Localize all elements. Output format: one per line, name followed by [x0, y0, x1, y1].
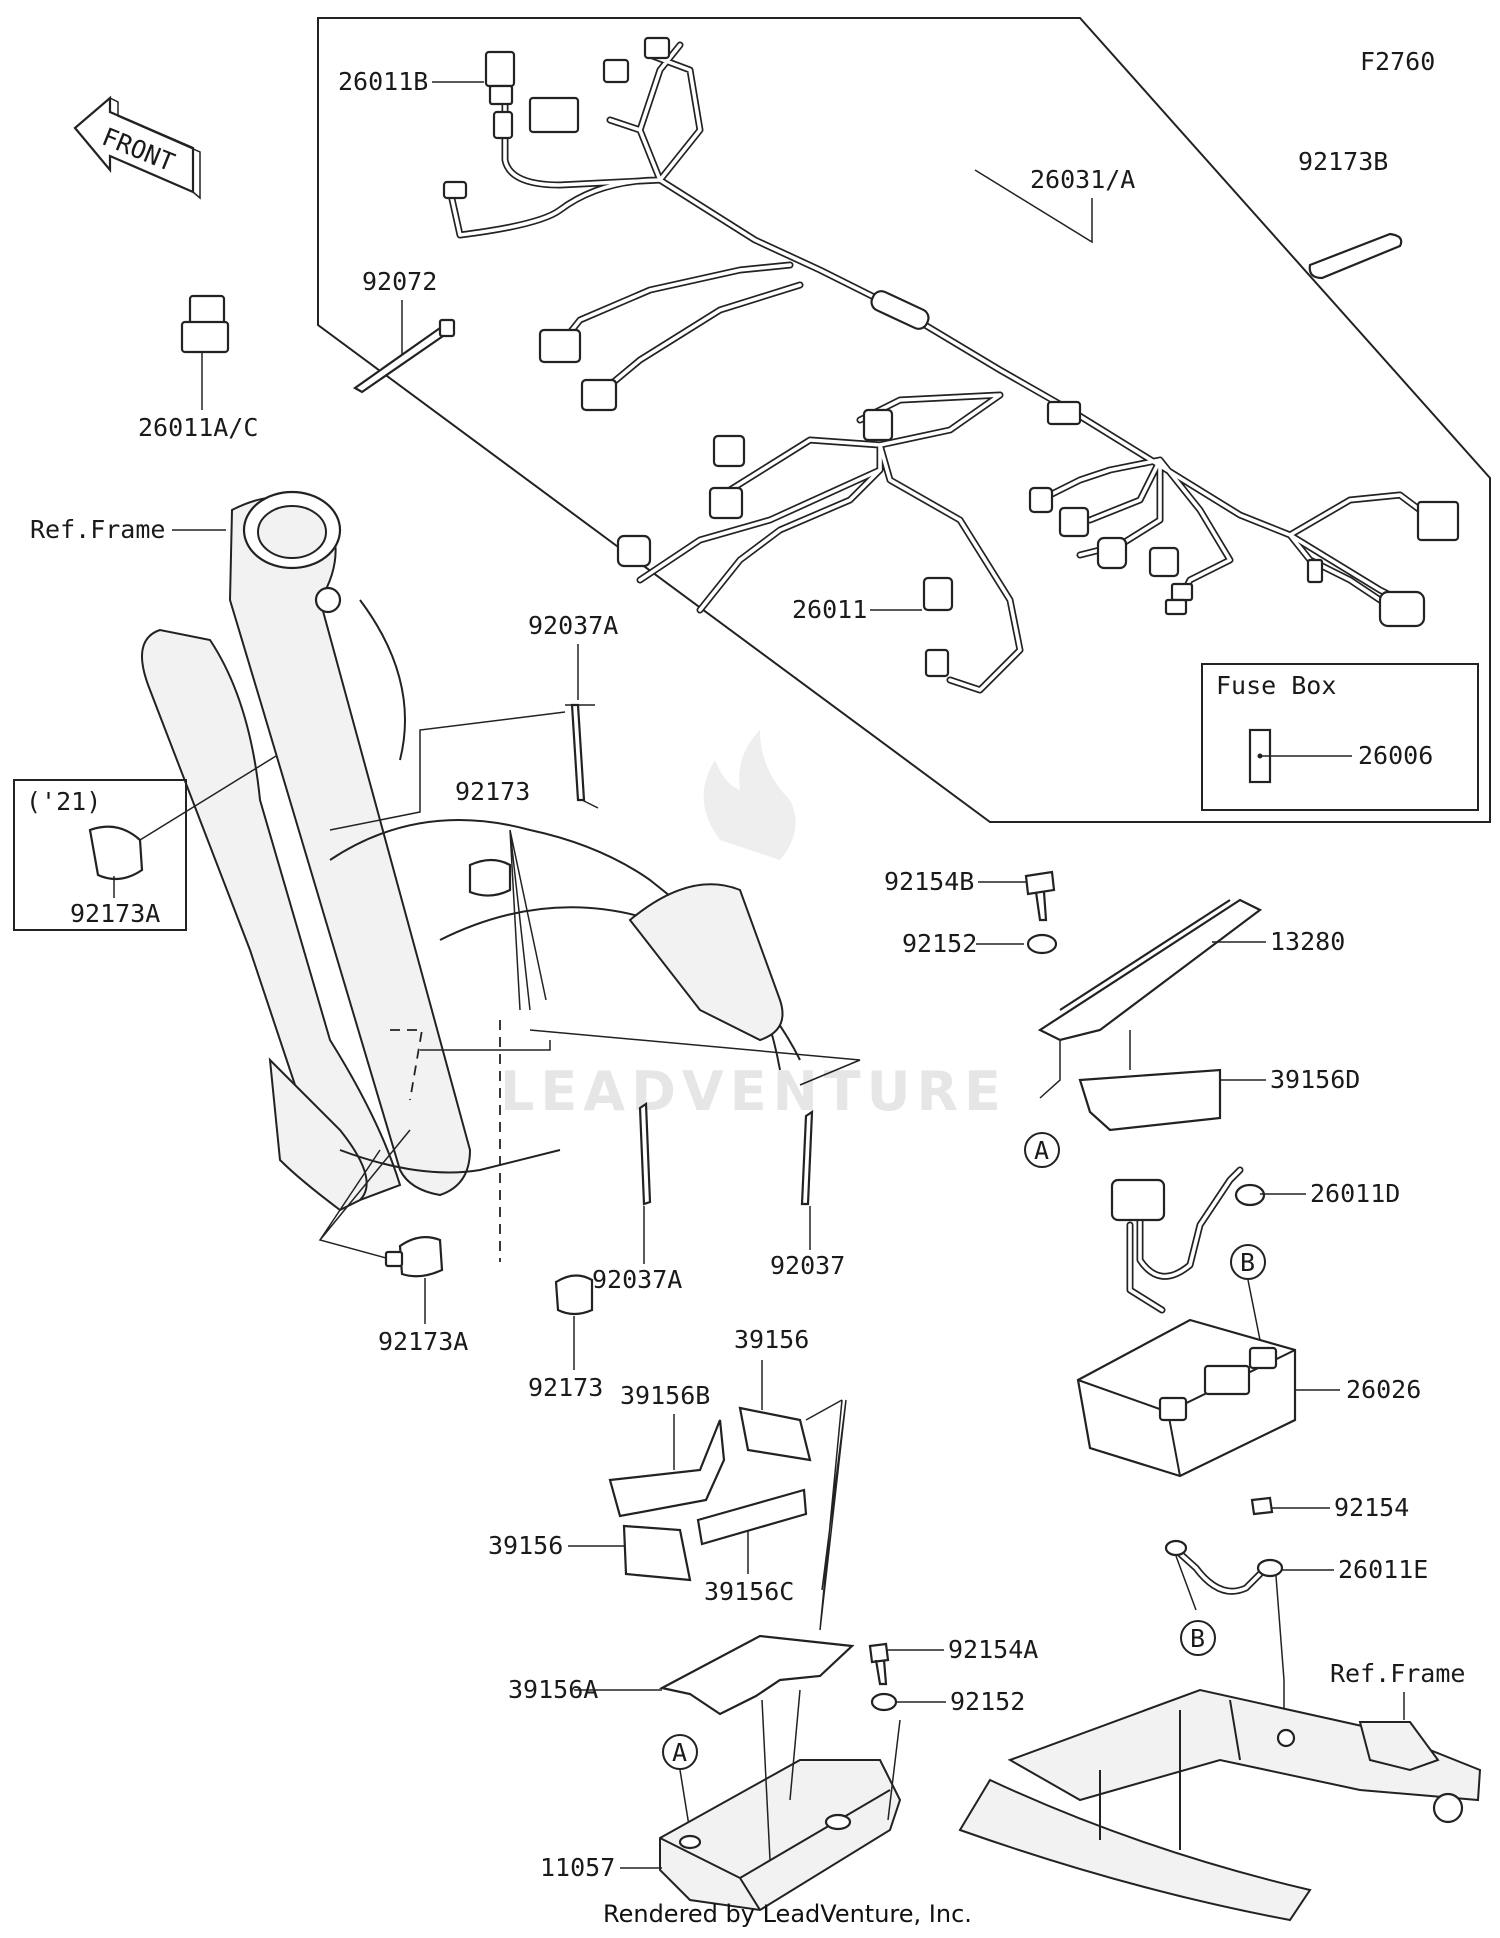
- year-2021-box: [13, 779, 187, 931]
- ref-frame-bottom-label: Ref.Frame: [1330, 1659, 1465, 1688]
- circle-a-top-text: A: [1034, 1136, 1049, 1165]
- label-26011AC: 26011A/C: [138, 413, 258, 442]
- label-39156-left: 39156: [488, 1531, 563, 1560]
- label-92072: 92072: [362, 267, 437, 296]
- label-92037A-bot: 92037A: [592, 1265, 682, 1294]
- cable-tie-92173B: [1308, 232, 1403, 280]
- figure-id: F2760: [1360, 47, 1435, 76]
- battery-case-11057: [659, 1689, 902, 1912]
- pad-39156D: [1078, 1068, 1222, 1132]
- pad-39156-top: [738, 1406, 812, 1462]
- label-26011B: 26011B: [338, 67, 428, 96]
- circle-b-top-text: B: [1240, 1248, 1255, 1277]
- label-92173-top: 92173: [455, 777, 530, 806]
- fuse-box-label: Fuse Box: [1216, 671, 1336, 700]
- label-26011D: 26011D: [1310, 1179, 1400, 1208]
- circle-b-top: [1230, 1244, 1266, 1280]
- label-11057: 11057: [540, 1853, 615, 1882]
- clamp-92173A-2021: [88, 825, 144, 881]
- clamp-92173A: [398, 1235, 444, 1278]
- harness-connectors: [442, 36, 1460, 678]
- label-26011: 26011: [792, 595, 867, 624]
- battery-26026: [1076, 1318, 1297, 1478]
- circle-a-bottom: [662, 1734, 698, 1770]
- pad-39156C: [696, 1488, 808, 1546]
- label-39156D: 39156D: [1270, 1065, 1360, 1094]
- pad-39156B: [608, 1419, 726, 1518]
- label-92152-bot: 92152: [950, 1687, 1025, 1716]
- main-wiring-harness: [446, 41, 1424, 694]
- label-26026: 26026: [1346, 1375, 1421, 1404]
- terminal-boot-26011D: [1110, 1178, 1166, 1222]
- label-92154: 92154: [1334, 1493, 1409, 1522]
- label-13280: 13280: [1270, 927, 1345, 956]
- pad-39156-left: [622, 1524, 692, 1582]
- ref-frame-top-label: Ref.Frame: [30, 515, 165, 544]
- circle-a-top: [1024, 1132, 1060, 1168]
- watermark-text: LEADVENTURE: [500, 1060, 1007, 1123]
- label-92173A-box: 92173A: [70, 899, 160, 928]
- label-92173A-bot: 92173A: [378, 1327, 468, 1356]
- label-26006: 26006: [1358, 741, 1433, 770]
- circle-a-bottom-text: A: [672, 1738, 687, 1767]
- pad-39156A: [658, 1634, 855, 1716]
- circle-b-bottom-text: B: [1190, 1624, 1205, 1653]
- front-arrow-icon: FRONT: [73, 95, 201, 200]
- fuse-box-group: [1201, 663, 1479, 811]
- label-39156C: 39156C: [704, 1577, 794, 1606]
- label-92173-bot: 92173: [528, 1373, 603, 1402]
- harness-kit-panel: [317, 17, 1491, 823]
- label-92173B: 92173B: [1298, 147, 1388, 176]
- credit-footer: Rendered by LeadVenture, Inc.: [603, 1900, 972, 1928]
- label-39156B: 39156B: [620, 1381, 710, 1410]
- label-92152-top: 92152: [902, 929, 977, 958]
- label-92037A-top: 92037A: [528, 611, 618, 640]
- rear-subframe-drawing: [958, 1688, 1482, 1922]
- band-92072: [352, 326, 448, 394]
- relay-26011AC: [180, 294, 230, 354]
- watermark: LEADVENTURE: [500, 730, 1007, 1123]
- label-92037: 92037: [770, 1251, 845, 1280]
- circle-b-bottom: [1180, 1620, 1216, 1656]
- clamp-92173: [554, 1274, 594, 1316]
- label-92154B: 92154B: [884, 867, 974, 896]
- year-note: ('21): [26, 787, 101, 816]
- frame-drawing: [141, 490, 801, 1212]
- label-39156-top: 39156: [734, 1325, 809, 1354]
- label-39156A: 39156A: [508, 1675, 598, 1704]
- label-92154A: 92154A: [948, 1635, 1038, 1664]
- label-26011E: 26011E: [1338, 1555, 1428, 1584]
- battery-bracket-13280: [1037, 898, 1263, 1042]
- label-26031A: 26031/A: [1030, 165, 1135, 194]
